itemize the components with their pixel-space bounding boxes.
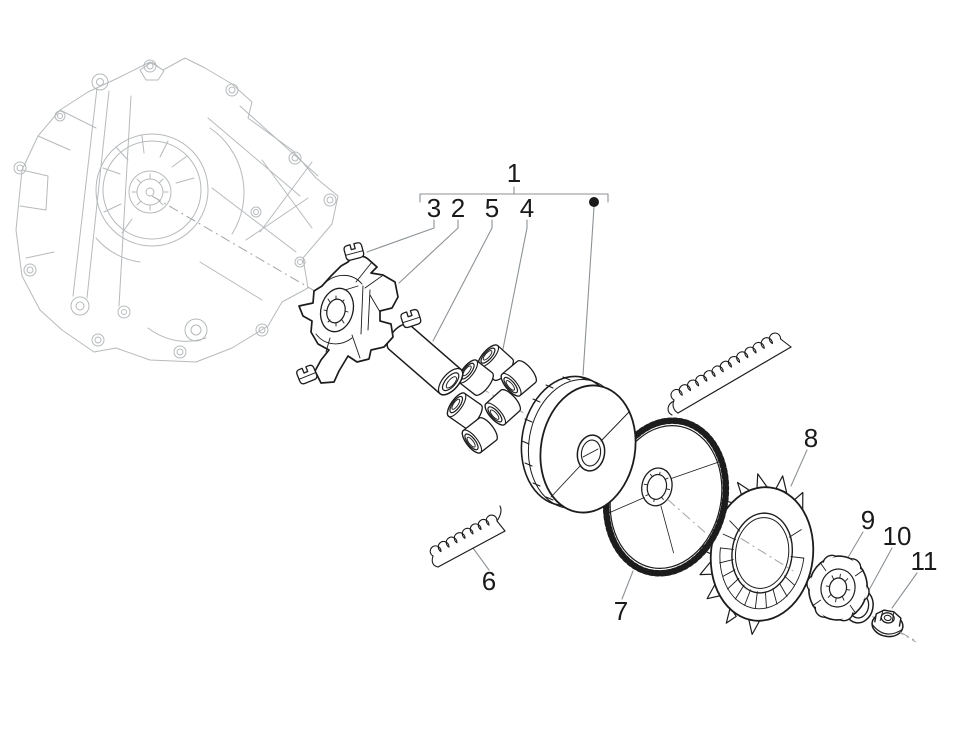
callout-label-6: 6	[482, 566, 496, 596]
movable-half-pulley	[520, 375, 637, 514]
spring-retainer-plate	[806, 554, 870, 622]
callout-label-4: 4	[520, 193, 534, 223]
callout-label-9: 9	[861, 505, 875, 535]
callout-label-11: 11	[911, 546, 938, 576]
variator-back-plate	[298, 255, 399, 384]
callout-label-5: 5	[485, 193, 499, 223]
callout-label-10: 10	[883, 521, 912, 551]
axis-stub-after-nut	[899, 631, 917, 642]
flange-nut	[871, 609, 904, 638]
engine-crankcase-context	[13, 57, 339, 363]
belt-segment-upper	[667, 332, 792, 416]
callout-label-2: 2	[451, 193, 465, 223]
callout-label-1: 1	[507, 158, 521, 188]
spacer-bush	[386, 323, 464, 396]
callout-label-8: 8	[804, 423, 818, 453]
callout-labels: 1 3 2 5 4 6 7 8 9 10 11	[427, 158, 938, 626]
callout-dot	[589, 197, 599, 207]
callout-label-7: 7	[614, 596, 628, 626]
leader-lines	[366, 206, 918, 609]
callout-label-3: 3	[427, 193, 441, 223]
callout-bracket	[419, 186, 609, 207]
belt-segment-lower	[429, 505, 506, 568]
